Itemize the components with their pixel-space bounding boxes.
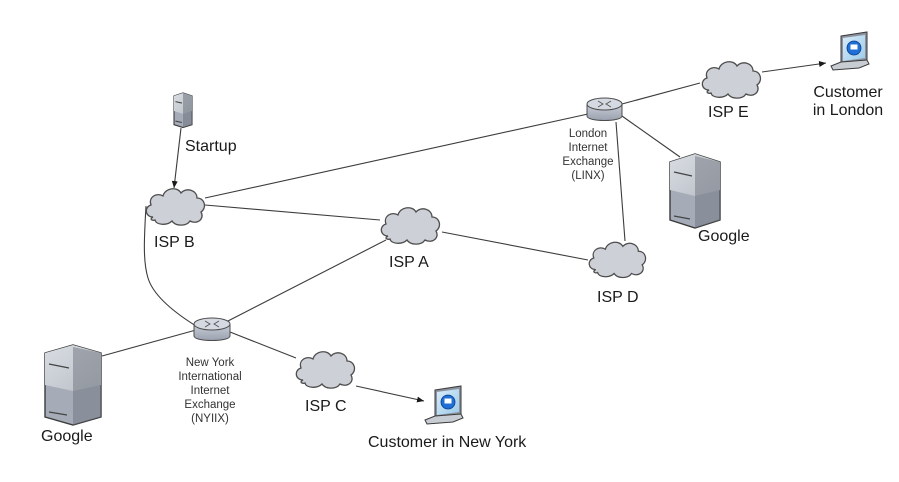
startup-server-icon [173,92,193,129]
edge-linx-google-london [621,115,681,158]
edge-isp-a-nyiix [225,239,387,323]
edge-isp-a-isp-d [441,231,589,261]
customer-london-label: Customer in London [812,84,884,120]
edge-startup-isp-b [171,127,182,189]
isp-a-cloud-icon [380,207,441,245]
isp-c-cloud-icon [295,351,356,389]
nyiix-router-icon [193,317,231,341]
isp-d-cloud-icon [588,241,647,279]
customer-ny-label: Customer in New York [368,434,527,451]
isp-a-label: ISP A [389,254,429,271]
google-london-server-icon [669,153,721,229]
edge-isp-b-isp-a [204,204,381,221]
isp-b-label: ISP B [154,234,195,251]
isp-e-cloud-icon [701,61,762,99]
linx-router-icon [586,97,623,121]
linx-label: London Internet Exchange (LINX) [562,128,614,183]
edge-isp-b-linx [204,113,589,199]
isp-e-label: ISP E [708,104,749,121]
google-ny-label: Google [41,428,93,445]
nyiix-label: New York International Internet Exchange… [178,357,242,426]
edge-nyiix-google-ny [101,329,197,357]
edges [101,61,827,403]
edge-isp-b-nyiix [143,205,197,327]
google-ny-server-icon [44,344,102,426]
google-london-label: Google [698,228,750,245]
startup-label: Startup [185,138,237,155]
customer-london-laptop-icon [830,31,870,71]
isp-d-label: ISP D [597,289,639,306]
customer-ny-laptop-icon [424,385,464,425]
edge-isp-c-customer-ny [355,385,425,403]
isp-c-label: ISP C [305,398,347,415]
edge-isp-e-customer-london [761,61,827,73]
edge-nyiix-isp-c [229,331,297,359]
edge-linx-isp-e [621,82,701,105]
edge-linx-isp-d [615,121,626,242]
isp-b-cloud-icon [145,188,206,226]
